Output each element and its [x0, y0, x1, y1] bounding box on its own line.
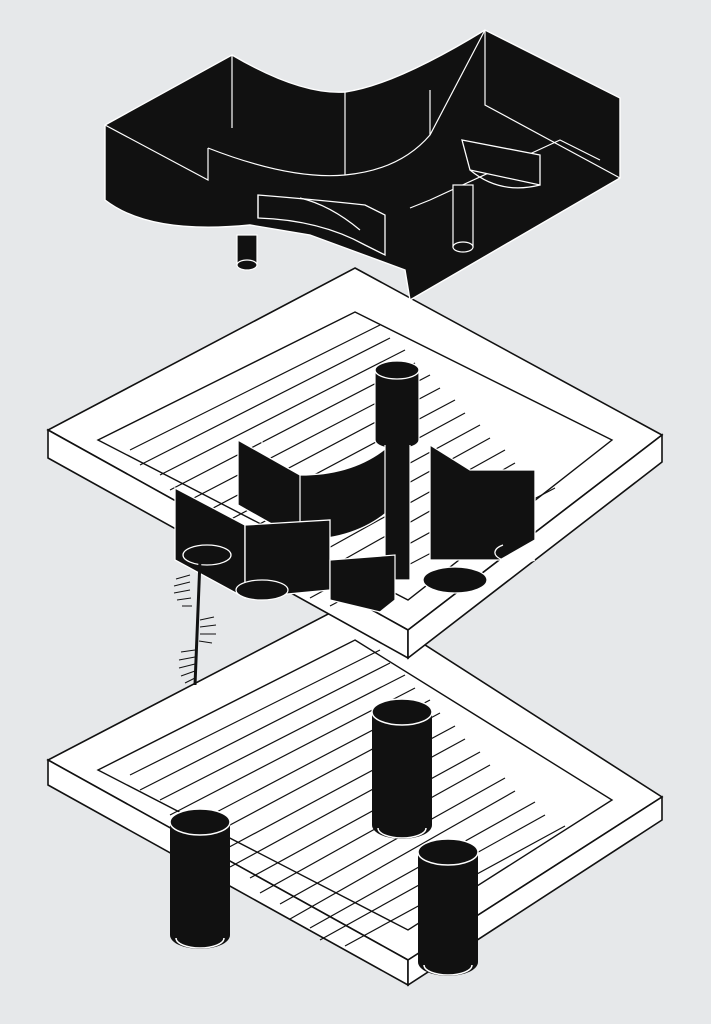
- ramp-slab: [257, 194, 386, 257]
- middle-deck-right-face: [407, 433, 663, 660]
- vertical-shaft: [374, 360, 420, 581]
- lower-block: [235, 554, 396, 613]
- left-block: [174, 486, 331, 600]
- column: [452, 184, 474, 253]
- cylinder: [417, 838, 479, 976]
- top-module-volume: [104, 29, 621, 302]
- right-block: [422, 443, 536, 594]
- core-assembly: [174, 360, 536, 613]
- top-module: [104, 29, 621, 302]
- bottom-deck-opening: [96, 639, 614, 931]
- cylinder: [169, 808, 231, 949]
- right-ramp: [461, 139, 541, 189]
- bottom-deck: [46, 599, 664, 987]
- middle-deck: [46, 267, 664, 686]
- support-columns: [236, 184, 474, 271]
- spiral-stair: [173, 559, 217, 686]
- top-volume-outline: [104, 29, 621, 302]
- column: [236, 234, 258, 271]
- cylinder: [371, 698, 433, 839]
- bottom-cylinders: [169, 698, 479, 976]
- bottom-deck-frame: [46, 599, 664, 987]
